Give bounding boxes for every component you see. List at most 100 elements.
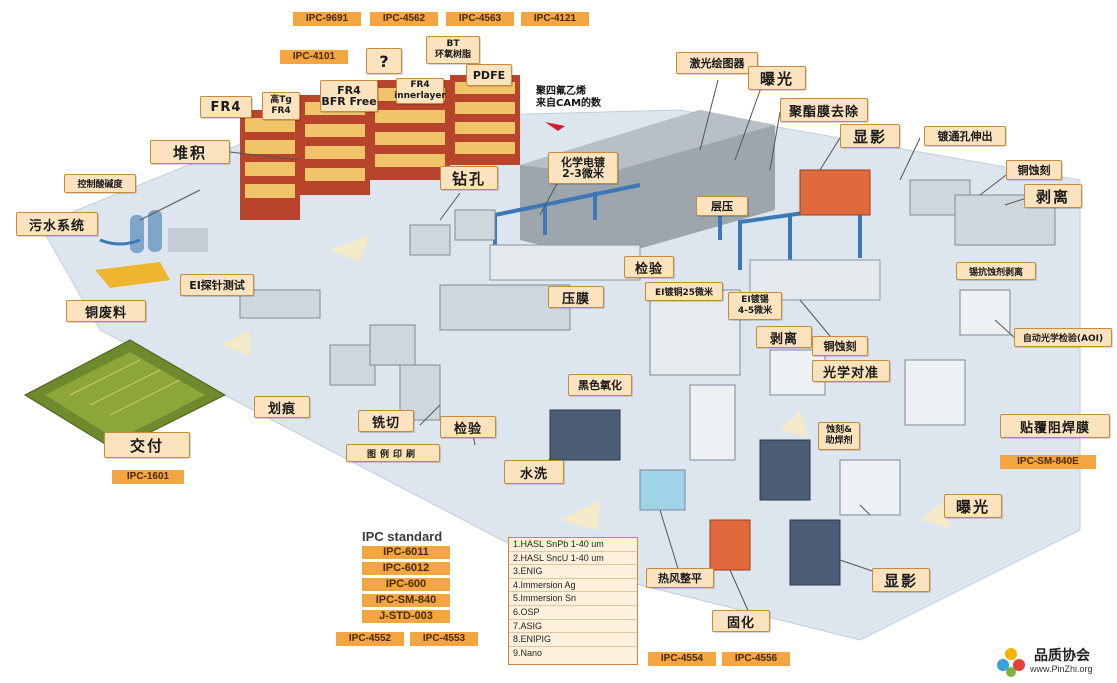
label-bt-line1: BT	[446, 39, 460, 49]
plating-tanks	[489, 244, 641, 281]
step-chem-plating-line2: 2-3微米	[562, 167, 604, 180]
red-arrow-icon	[545, 122, 565, 131]
label-fr4-inner-line1: FR4	[410, 80, 430, 90]
finish-item: 6.OSP	[509, 606, 637, 620]
tag-ipc-4562: IPC-4562	[370, 12, 438, 26]
tag-ipc-1601: IPC-1601	[112, 470, 184, 484]
pinzhi-logo-icon	[997, 648, 1025, 677]
label-fr4: FR4	[200, 96, 252, 118]
label-fr4-inner-line2: innerlayer	[394, 91, 446, 101]
step-copper-waste: 铜废料	[66, 300, 146, 322]
developer-machine	[799, 169, 871, 216]
step-waste-water: 污水系统	[16, 212, 98, 236]
label-fr4-bfr-free: FR4 BFR Free	[320, 80, 378, 112]
label-unknown-material: ?	[366, 48, 402, 74]
step-cure: 固化	[712, 610, 770, 632]
ipc-standard-list: IPC-6011 IPC-6012 IPC-600 IPC-SM-840 J-S…	[362, 546, 450, 626]
logo-name: 品质协会	[1034, 648, 1090, 664]
label-fr4-innerlayer: FR4 innerlayer	[394, 78, 446, 104]
ipc-standard-title: IPC standard	[362, 529, 443, 544]
step-etch-flux: 蚀刻& 助焊剂	[818, 422, 860, 450]
step-ei-plate-sn: EI镀锡 4-5微米	[728, 292, 782, 320]
flow-arrow	[920, 500, 950, 528]
step-tin-strip: 锡抗蚀剂剥离	[956, 262, 1036, 280]
finish-item: 5.Immersion Sn	[509, 592, 637, 606]
label-bt-epoxy: BT 环氧树脂	[426, 36, 480, 64]
step-ei-probe: EI探针测试	[180, 274, 254, 296]
step-legend-print: 图例印刷	[346, 444, 440, 462]
step-deliver: 交付	[104, 432, 190, 458]
label-bt-line2: 环氧树脂	[434, 50, 471, 60]
finish-item: 9.Nano	[513, 647, 543, 658]
step-laser-plotter: 激光绘图器	[676, 52, 758, 74]
curing-oven	[709, 519, 751, 571]
machines	[239, 179, 1056, 516]
step-lamination: 层压	[696, 196, 748, 216]
flow-arrow	[780, 410, 808, 438]
step-solder-mask: 贴覆阻焊膜	[1000, 414, 1110, 438]
label-fr4-bfr-line2: BFR Free	[321, 95, 377, 108]
tag-ipc-sm-840e: IPC-SM-840E	[1000, 455, 1096, 469]
flow-arrow	[330, 235, 370, 262]
tag-ipc-4552: IPC-4552	[336, 632, 404, 646]
chemical-tanks	[130, 210, 208, 253]
step-drill: 钻孔	[440, 166, 498, 190]
step-chem-plating: 化学电镀 2-3微米	[548, 152, 618, 184]
tag-ipc-4556: IPC-4556	[722, 652, 790, 666]
label-fr4-bfr-line1: FR4	[337, 84, 361, 97]
ipc-standard-item: IPC-SM-840	[362, 594, 450, 607]
wash-conveyors	[549, 409, 841, 586]
ipc-standard-item: J-STD-003	[362, 610, 450, 623]
note-line2: 来自CAM的数	[536, 98, 602, 109]
tag-ipc-4553: IPC-4553	[410, 632, 478, 646]
step-stack: 堆积	[150, 140, 230, 164]
step-strip-top: 剥离	[1024, 184, 1082, 208]
finished-pcb-board	[23, 339, 227, 451]
step-hot-air-leveling: 热风整平	[646, 568, 714, 588]
flow-arrow	[220, 330, 250, 356]
step-etch-flux-line1: 蚀刻&	[826, 425, 852, 435]
label-pdfe: PDFE	[466, 64, 512, 86]
tag-ipc-4101: IPC-4101	[280, 50, 348, 64]
step-ei-plate-cu: EI镀铜25微米	[645, 282, 723, 301]
step-copper-etch-top: 铜蚀刻	[1006, 160, 1062, 180]
tag-ipc-4121: IPC-4121	[521, 12, 589, 26]
cam-data-note: 聚四氟乙烯 来自CAM的数	[536, 86, 601, 110]
logo-url: www.PinZhi.org	[1030, 664, 1093, 674]
step-copper-etch-mid: 铜蚀刻	[812, 336, 868, 356]
finish-item: 1.HASL SnPb 1-40 um	[509, 538, 637, 552]
step-optical-align: 光学对准	[812, 360, 890, 382]
waste-flow-arrow-icon	[99, 238, 141, 246]
step-mill: 铣切	[358, 410, 414, 432]
note-line1: 聚四氟乙烯	[536, 86, 586, 97]
step-black-oxide: 黑色氧化	[568, 374, 632, 396]
finish-item: 7.ASIG	[509, 620, 637, 634]
surface-finish-list: 1.HASL SnPb 1-40 um 2.HASL SncU 1-40 um …	[508, 537, 638, 665]
step-develop-bottom: 显影	[872, 568, 930, 592]
label-high-tg-line2: FR4	[271, 106, 291, 116]
step-ei-plate-sn-line1: EI镀锡	[741, 295, 769, 305]
label-high-tg-fr4: 高Tg FR4	[262, 92, 300, 120]
finish-item: 4.Immersion Ag	[509, 579, 637, 593]
finish-item: 8.ENIPIG	[509, 633, 637, 647]
ipc-standard-item: IPC-600	[362, 578, 450, 591]
step-water-wash: 水洗	[504, 460, 564, 484]
tag-ipc-9691: IPC-9691	[293, 12, 361, 26]
tag-ipc-4554: IPC-4554	[648, 652, 716, 666]
flow-arrow	[560, 500, 600, 530]
step-scribe: 划痕	[254, 396, 310, 418]
finish-item: 3.ENIG	[509, 565, 637, 579]
step-exposure-top: 曝光	[748, 66, 806, 90]
step-exposure-bottom: 曝光	[944, 494, 1002, 518]
step-ei-plate-sn-line2: 4-5微米	[737, 306, 773, 316]
step-resist-strip: 聚酯膜去除	[780, 98, 868, 122]
step-plated-hole: 镀通孔伸出	[924, 126, 1006, 146]
step-control-acid: 控制酸碱度	[64, 174, 136, 193]
step-chem-plating-line1: 化学电镀	[561, 156, 605, 169]
step-strip-mid: 剥离	[756, 326, 812, 348]
label-high-tg-line1: 高Tg	[270, 95, 292, 105]
step-inspect-top: 检验	[624, 256, 674, 278]
ipc-standard-item: IPC-6012	[362, 562, 450, 575]
step-press-film: 压膜	[548, 286, 604, 308]
